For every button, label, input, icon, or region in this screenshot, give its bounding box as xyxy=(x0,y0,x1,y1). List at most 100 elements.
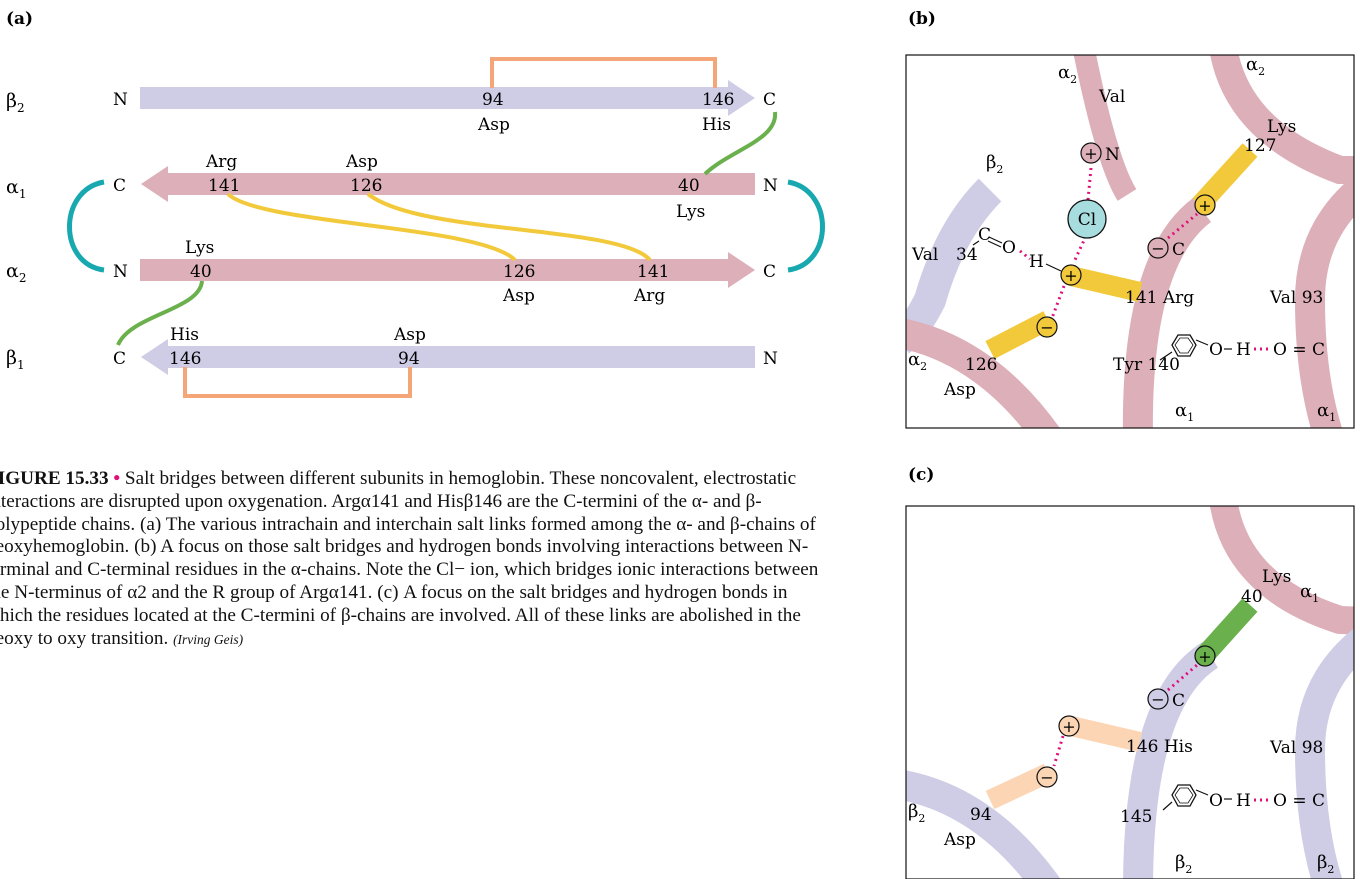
his146-label: 146 His xyxy=(1126,737,1193,757)
alpha1-chain-arrow xyxy=(141,166,755,202)
c-terminus-label: C xyxy=(1172,691,1185,711)
his146-lys40-green-link-top xyxy=(703,111,778,176)
tyr145-ring-to-o xyxy=(1195,789,1209,796)
tyr145-h-label: H xyxy=(1236,791,1251,811)
panel-c: (c) + − + − Lys xyxy=(905,465,1355,879)
figure-caption: FIGURE 15.33 • Salt bridges between diff… xyxy=(0,468,834,651)
beta2-bottomleft-chain xyxy=(906,770,1061,879)
panel-c-label: (c) xyxy=(908,465,934,485)
beta2-right-chain xyxy=(1294,628,1354,879)
alpha2-topright-chain xyxy=(1210,55,1354,184)
lys40-plus-sign: + xyxy=(1198,647,1211,666)
alpha2-res126-name: Asp xyxy=(502,286,535,306)
beta1-n-terminus: N xyxy=(763,349,778,369)
alpha1-res126-num: 126 xyxy=(350,176,382,196)
cl-ion xyxy=(1067,199,1107,239)
lys127-plus-sign: + xyxy=(1198,196,1211,215)
c-right-label: C xyxy=(1172,240,1185,260)
tyr140-ring-inner xyxy=(1174,337,1194,354)
beta1-res94-num: 94 xyxy=(398,349,420,369)
alpha2-bottomleft-chain xyxy=(906,318,1060,428)
tyr145-o-label: O xyxy=(1209,791,1223,811)
asp-label: Asp xyxy=(943,380,976,400)
carbonyl-o-label: O xyxy=(1002,238,1016,258)
arg141-label: 141 Arg xyxy=(1125,288,1194,308)
arg141-plus-charge xyxy=(1060,264,1082,286)
alpha1-c-terminus: C xyxy=(113,176,126,196)
alpha2-top-chain xyxy=(1073,55,1137,201)
caption-text: Salt bridges between different subunits … xyxy=(0,468,819,649)
alpha1-right-chain xyxy=(1294,175,1354,428)
n-plus-sign: + xyxy=(1084,144,1097,163)
beta1-res146-num: 146 xyxy=(169,349,201,369)
asp126-arg141-yellow-link-2 xyxy=(366,192,652,262)
beta2-label: β2 xyxy=(986,152,1003,176)
panel-a: (a) β2 α1 α2 β1 N C C N N C C N 94 Asp 1… xyxy=(6,9,825,398)
beta2-res146-name: His xyxy=(702,115,731,135)
alpha2-res141-num: 141 xyxy=(637,262,669,282)
c-minus-charge-c xyxy=(1147,688,1169,710)
alpha1-res126-name: Asp xyxy=(345,152,378,172)
arg-to-asp-dots xyxy=(1050,285,1066,319)
c-chain-bond xyxy=(972,240,980,246)
res145-label: 145 xyxy=(1120,807,1152,827)
lys-label: Lys xyxy=(1267,117,1296,137)
lys40-num-label: 40 xyxy=(1241,587,1263,607)
arg141-asp126-yellow-link-1 xyxy=(226,192,517,262)
beta2-c-terminus: C xyxy=(763,90,776,110)
beta2-res94-name: Asp xyxy=(477,115,510,135)
alpha2-res141-name: Arg xyxy=(633,286,665,306)
asp94-minus-sign: − xyxy=(1040,768,1053,787)
figure-number: FIGURE 15.33 xyxy=(0,468,109,489)
beta2-res146-num: 146 xyxy=(702,90,734,110)
o-to-h-dots xyxy=(1019,249,1031,261)
asp126-minus-sign: − xyxy=(1040,318,1053,337)
alpha-c-n-left-teal-link xyxy=(67,179,105,273)
tyr-h-label: H xyxy=(1236,340,1251,360)
lys-num-label: 127 xyxy=(1244,136,1276,156)
beta1-res94-name: Asp xyxy=(393,325,426,345)
tyr145-ring-inner xyxy=(1174,787,1194,804)
c-minus-sign: − xyxy=(1151,239,1164,258)
h-label: H xyxy=(1029,252,1044,272)
lys40-plus-charge xyxy=(1194,645,1216,667)
lys40-side-chain xyxy=(1197,598,1258,662)
asp126-num-label: 126 xyxy=(965,355,997,375)
alpha2-res126-num: 126 xyxy=(503,262,535,282)
c-o-double-bond-2 xyxy=(987,240,1002,248)
carbonyl-c-label: C xyxy=(978,225,991,245)
cl-to-arg-dots xyxy=(1072,235,1088,263)
cl-ion-label: Cl xyxy=(1078,210,1096,230)
tyr-o-label: O xyxy=(1209,340,1223,360)
c-to-lys-dots-c xyxy=(1167,663,1198,692)
asp126-minus-charge xyxy=(1036,316,1058,338)
h-to-arg-bond xyxy=(1045,263,1062,272)
val93-label: Val 93 xyxy=(1269,288,1323,308)
arg141-plus-sign: + xyxy=(1064,266,1077,285)
caption-bullet: • xyxy=(113,468,121,489)
alpha1-top-chain xyxy=(1209,506,1354,635)
his146-side-chain xyxy=(1068,716,1143,752)
chain-beta2-label: β2 xyxy=(6,90,25,115)
alpha2-res40-num: 40 xyxy=(190,262,212,282)
alpha1-res141-name: Arg xyxy=(205,152,237,172)
lys40-his146-green-link-bottom xyxy=(116,280,204,346)
n-terminus-label: N xyxy=(1105,145,1120,165)
c-o-double-bond-1 xyxy=(988,236,1003,244)
alpha1-res141-num: 141 xyxy=(208,176,240,196)
chain-beta1-label: β1 xyxy=(6,347,25,372)
alpha1-n-terminus: N xyxy=(763,176,778,196)
his-to-asp-dots xyxy=(1052,735,1065,767)
lys-label-c: Lys xyxy=(1262,567,1291,587)
alpha2-chain-arrow xyxy=(140,252,755,288)
alpha1-label-c: α1 xyxy=(1300,581,1319,605)
tyr140-label: Tyr 140 xyxy=(1113,355,1180,375)
alpha2-c-terminus: C xyxy=(763,262,776,282)
caption-credit: (Irving Geis) xyxy=(173,631,244,647)
c-minus-sign-c: − xyxy=(1151,690,1164,709)
alpha2-n-terminus: N xyxy=(113,262,128,282)
val34-num-label: 34 xyxy=(956,245,978,265)
o-eq-c-label-b: O = C xyxy=(1273,340,1325,360)
val-label: Val xyxy=(1098,87,1125,107)
